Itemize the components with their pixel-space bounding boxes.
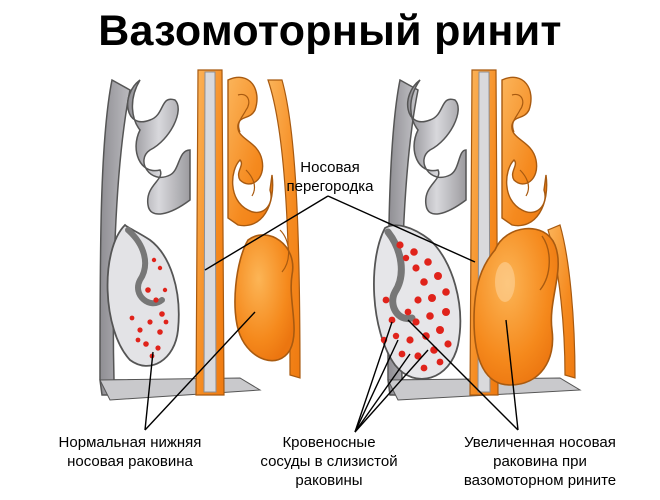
- enlarged-leader-2: [407, 319, 519, 431]
- leader-lines: [144, 195, 519, 433]
- septum-label-line-2: перегородка: [286, 178, 374, 195]
- vessels-label: Кровеносные сосуды в слизистой раковины: [254, 433, 404, 490]
- page-title: Вазомоторный ринит: [98, 7, 562, 55]
- normal-turbinate-leader-1: [144, 351, 154, 431]
- left-upper-turbinate-orange-inner: [237, 93, 256, 197]
- left-upper-turbinate-grey: [126, 79, 191, 215]
- enlarged-turbinate-fold: [539, 235, 550, 291]
- normal-turbinate-label-line-1: Нормальная нижняя: [58, 434, 202, 451]
- swollen-turbinate-bone: [384, 228, 416, 323]
- normal-turbinate-leader-2: [144, 311, 256, 431]
- vessels-label-line-3: раковины: [295, 472, 363, 489]
- septum-leader-left: [204, 195, 329, 271]
- vessels-label-line-2: сосуды в слизистой: [260, 453, 398, 470]
- left-orange-lower-turbinate: [234, 234, 295, 362]
- vessels-label-line-1: Кровеносные: [282, 434, 376, 451]
- enlarged-turbinate-label-line-1: Увеличенная носовая: [464, 434, 616, 451]
- enlarged-turbinate-highlight: [495, 262, 515, 302]
- right-nasal-cavity: [373, 69, 582, 401]
- enlarged-turbinate-label-line-3: вазомоторном рините: [463, 472, 617, 489]
- right-upper-turbinate-orange: [501, 76, 548, 227]
- normal-turbinate-label: Нормальная нижняя носовая раковина: [20, 433, 240, 471]
- right-upper-turbinate-grey: [406, 79, 467, 215]
- vessels-leader-3: [354, 353, 411, 433]
- swollen-turbinate-vessels: [380, 241, 452, 372]
- enlarged-turbinate: [473, 227, 559, 386]
- left-septum-core: [203, 71, 217, 393]
- vessels-leader-4: [354, 349, 429, 433]
- left-orange-lower-turbinate-fold: [279, 229, 290, 273]
- septum-label-line-1: Носовая: [300, 159, 360, 176]
- left-upper-turbinate-orange: [227, 76, 274, 227]
- vessels-leader-2: [354, 339, 399, 433]
- left-nasal-cavity: [99, 69, 301, 401]
- enlarged-leader-1: [505, 319, 519, 431]
- enlarged-turbinate-label: Увеличенная носовая раковина при вазомот…: [430, 433, 650, 490]
- septum-leader-right: [327, 195, 476, 263]
- normal-turbinate-vessels: [129, 257, 169, 359]
- left-floor: [99, 377, 262, 401]
- vessels-leader-1: [354, 321, 393, 433]
- normal-turbinate-label-line-2: носовая раковина: [67, 453, 193, 470]
- normal-turbinate-bone: [125, 227, 165, 307]
- enlarged-turbinate-label-line-2: раковина при: [493, 453, 587, 470]
- right-upper-turbinate-orange-inner: [511, 93, 530, 197]
- septum-label: Носовая перегородка: [268, 158, 392, 196]
